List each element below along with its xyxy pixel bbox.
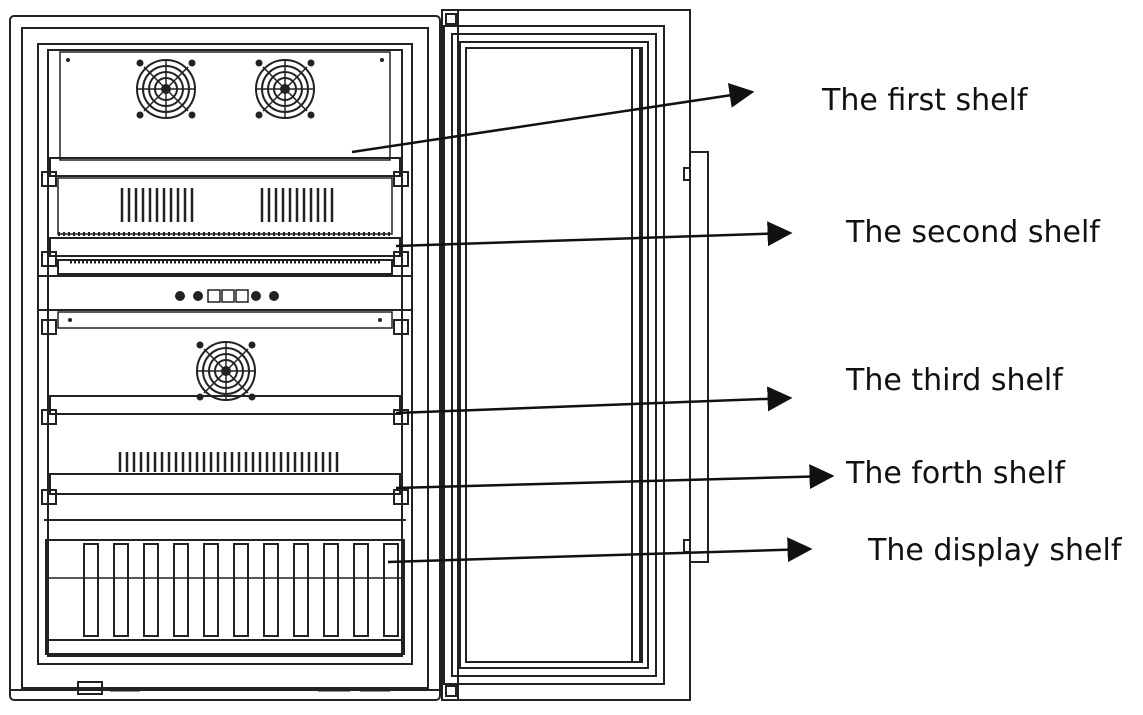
fan-icon [254, 58, 316, 120]
control-panel [37, 275, 413, 311]
lower-vent [118, 452, 339, 472]
top-fan-area [59, 51, 391, 161]
third-shelf [41, 395, 409, 425]
fan-icon [195, 340, 257, 402]
lower-compartment [41, 311, 409, 402]
arrow-second-shelf [395, 221, 793, 248]
display-slat [383, 543, 399, 637]
fan-icon [135, 58, 197, 120]
second-shelf [41, 237, 409, 275]
arrow-display-shelf [387, 537, 813, 564]
arrow-fourth-shelf [395, 464, 835, 490]
display-slat [263, 543, 279, 637]
arrow-third-shelf [395, 386, 793, 415]
open-door [441, 9, 709, 701]
callout-arrows [351, 82, 835, 564]
display-slat [143, 543, 159, 637]
label-display-shelf: The display shelf [868, 533, 1122, 568]
display-shelf [45, 539, 405, 655]
display-slat [203, 543, 219, 637]
control-panel-icon [175, 289, 279, 303]
vent-panel [57, 177, 393, 236]
display-slat [233, 543, 249, 637]
label-first-shelf: The first shelf [822, 83, 1028, 118]
fourth-shelf [41, 473, 409, 521]
label-fourth-shelf: The forth shelf [846, 456, 1065, 491]
cabinet [9, 15, 441, 701]
display-slat [173, 543, 189, 637]
display-slat [293, 543, 309, 637]
label-third-shelf: The third shelf [846, 363, 1063, 398]
label-second-shelf: The second shelf [846, 215, 1100, 250]
display-slat [113, 543, 129, 637]
arrow-first-shelf [351, 82, 755, 154]
display-slat [353, 543, 369, 637]
display-slat [83, 543, 99, 637]
first-shelf [41, 157, 409, 187]
display-slat [323, 543, 339, 637]
